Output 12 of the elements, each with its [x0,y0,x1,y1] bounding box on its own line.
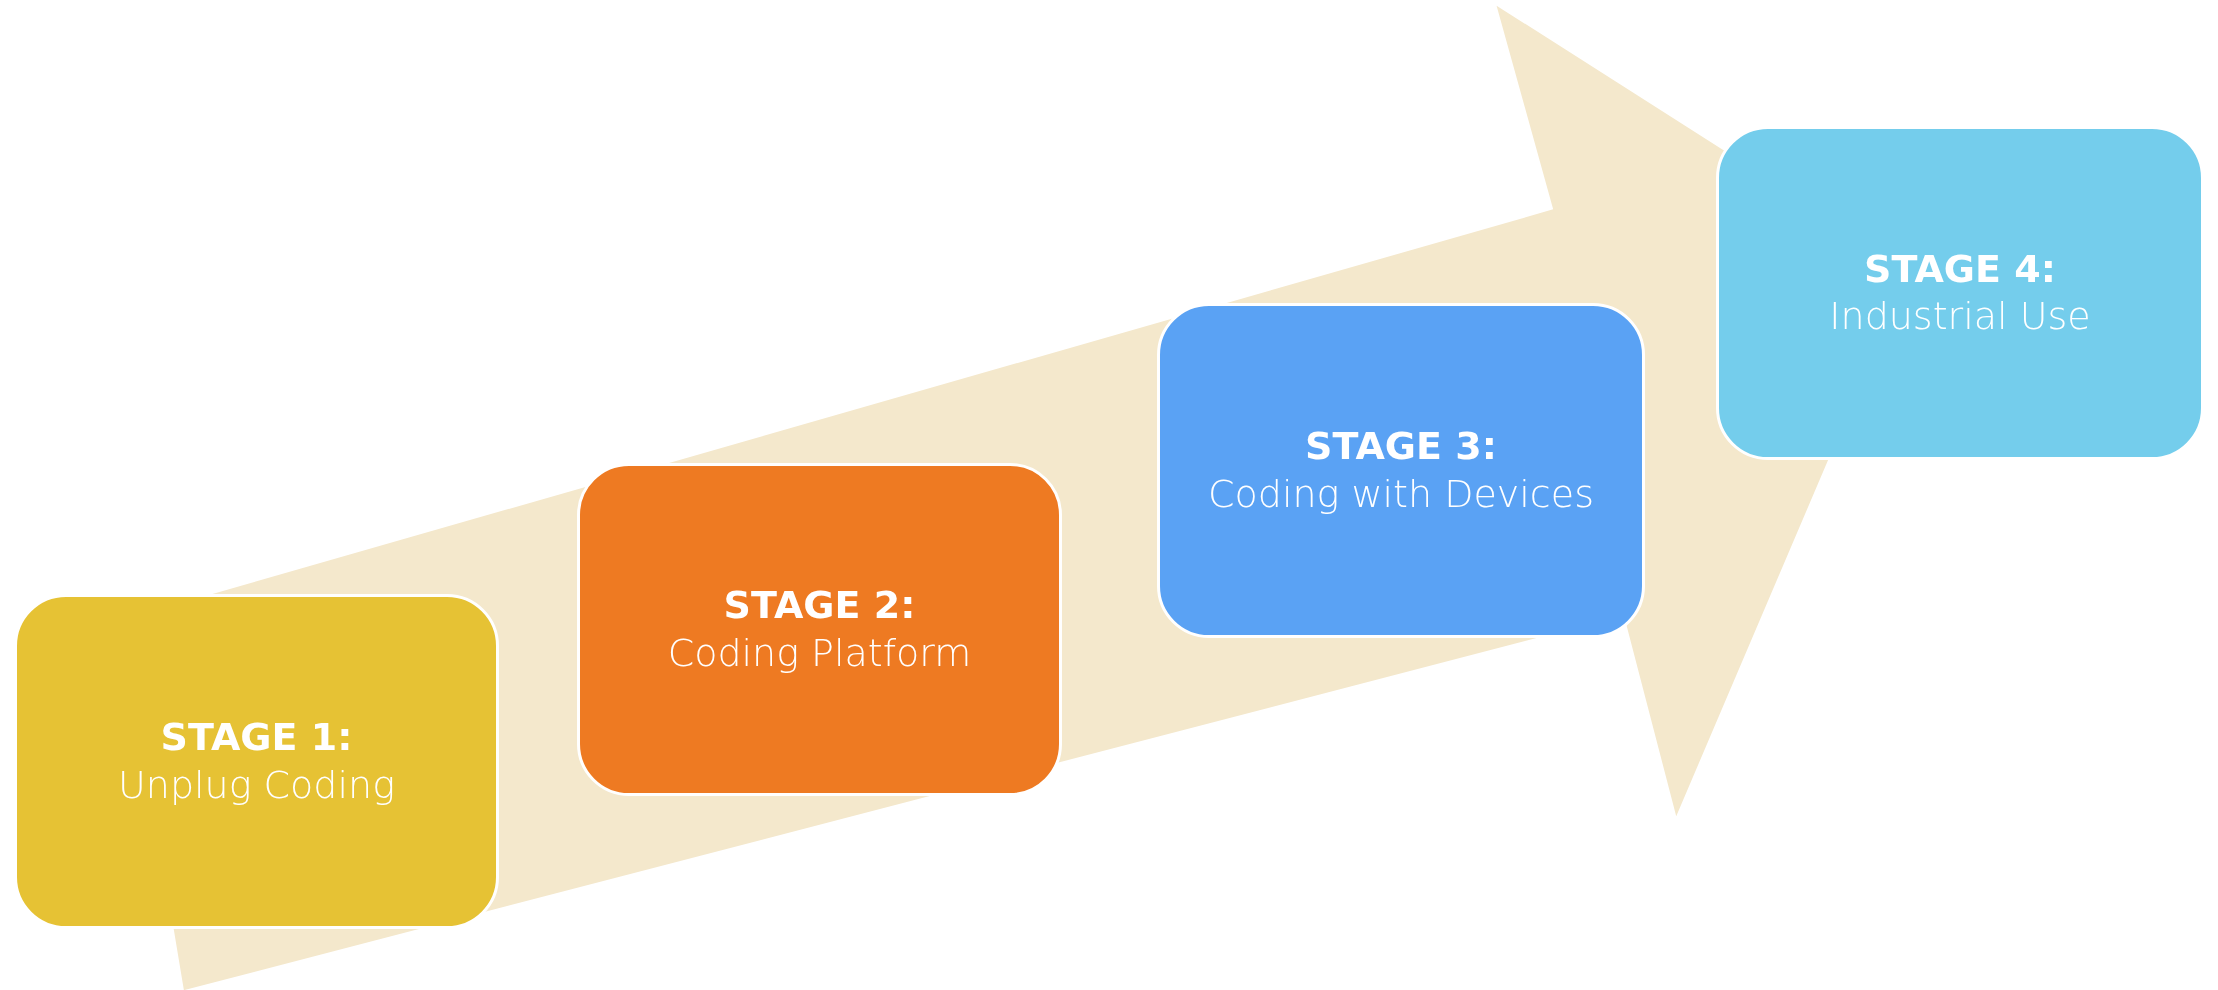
stage-box [577,463,1062,796]
stage-box [14,594,499,929]
stage-heading: STAGE 2: [723,582,916,629]
stage-name: Coding with Devices [1208,470,1594,518]
stage-box [1157,303,1645,638]
stage-box [1716,126,2204,460]
stage-name: Unplug Coding [118,761,395,809]
stage-name: Industrial Use [1829,293,2091,340]
stage-heading: STAGE 4: [1864,245,2056,293]
stage-heading: STAGE 3: [1305,423,1497,470]
stage-name: Coding Platform [667,629,972,677]
stage-heading: STAGE 1: [160,714,353,761]
